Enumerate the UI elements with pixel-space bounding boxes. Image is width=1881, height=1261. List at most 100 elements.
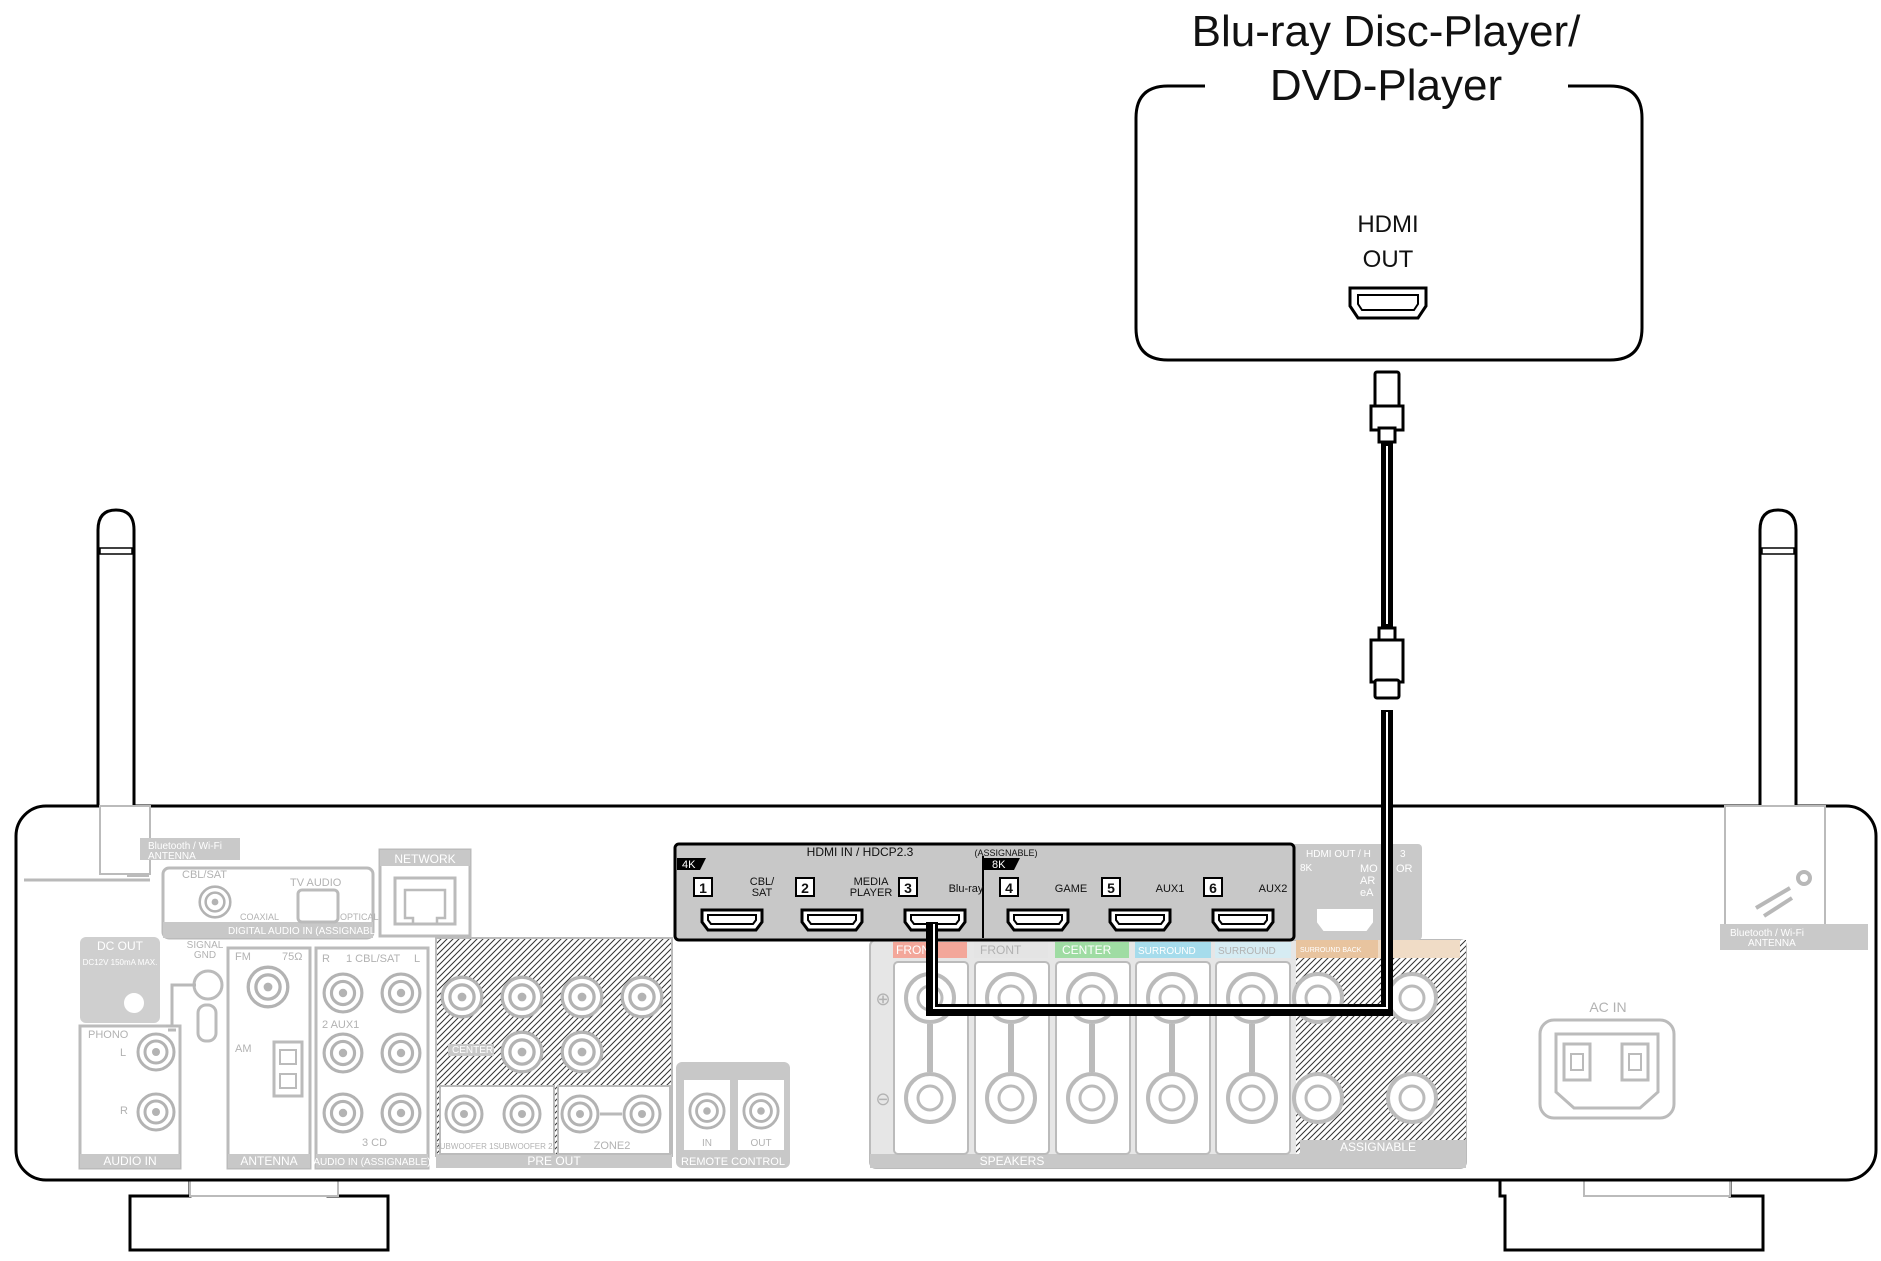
hdmi-in-number-2: 2 xyxy=(801,880,809,896)
coaxial-jack[interactable] xyxy=(198,885,232,919)
phono-l-jack[interactable] xyxy=(136,1032,176,1072)
hdmi-out-panel: HDMI OUT / H 3 8K MO OR AR eA xyxy=(1288,844,1422,940)
cd-3-label: 3 CD xyxy=(362,1137,387,1149)
antenna-right[interactable] xyxy=(1724,508,1826,927)
subwoofer2-label: SUBWOOFER 2 xyxy=(493,1142,553,1151)
hdmi-plug-bottom xyxy=(1369,626,1405,700)
phono-r-label: R xyxy=(120,1105,128,1117)
surround-back-label: SURROUND BACK xyxy=(1300,947,1362,954)
tv-audio-label: TV AUDIO xyxy=(290,877,342,889)
antenna-left[interactable] xyxy=(96,508,151,877)
hdmi-in-number-box-3 xyxy=(898,877,918,897)
dc-out-label: DC OUT xyxy=(97,939,144,953)
audio-in-1-r-jack[interactable] xyxy=(322,972,364,1014)
assignable-terminal-core-2 xyxy=(1304,1084,1332,1112)
hdmi-in-port-5[interactable] xyxy=(1108,908,1172,932)
pre-out-jack-2[interactable] xyxy=(500,975,544,1019)
remote-in-jack[interactable] xyxy=(688,1092,726,1130)
digital-audio-in-label: DIGITAL AUDIO IN (ASSIGNABLE) xyxy=(228,926,385,937)
aux1-2-label: 2 AUX1 xyxy=(322,1019,359,1031)
hdmi-out-header-suffix: 3 xyxy=(1400,849,1406,860)
hdmi-in-port-1[interactable] xyxy=(700,908,764,932)
fm-jack[interactable] xyxy=(246,965,290,1009)
remote-out-jack[interactable] xyxy=(742,1092,780,1130)
pre-out-jack-6[interactable] xyxy=(560,1030,604,1074)
pre-out-jack-1[interactable] xyxy=(440,975,484,1019)
assignable-terminal-core-3 xyxy=(1398,1084,1426,1112)
remote-out-label: OUT xyxy=(750,1138,771,1149)
signal-gnd-terminal[interactable] xyxy=(166,969,224,1043)
ac-in-label: AC IN xyxy=(1589,999,1626,1015)
audio-in-2-l-jack[interactable] xyxy=(380,1032,422,1074)
left-inputs-panel: DIGITAL AUDIO IN (ASSIGNABLE) CBL/SAT TV… xyxy=(78,848,472,1170)
minus-icon: ⊖ xyxy=(875,1089,890,1109)
speaker-terminal-core-2-1 xyxy=(1078,1084,1106,1112)
front-l-label: FRONT xyxy=(980,943,1022,957)
hdmi-out-group: 8K xyxy=(1300,863,1313,874)
audio-in-label: AUDIO IN xyxy=(103,1154,156,1168)
hdmi-out-side-4: eA xyxy=(1360,887,1374,899)
am-label: AM xyxy=(235,1043,252,1055)
coaxial-label: COAXIAL xyxy=(240,912,279,922)
audio-in-2-r-jack[interactable] xyxy=(322,1032,364,1074)
hdmi-in-number-box-2 xyxy=(795,877,815,897)
source-title-line2: DVD-Player xyxy=(1270,61,1502,110)
audio-in-3-r-jack[interactable] xyxy=(322,1092,364,1134)
network-label: NETWORK xyxy=(394,852,455,866)
speaker-terminal-core-0-1 xyxy=(916,1084,944,1112)
pre-out-jack-3[interactable] xyxy=(560,975,604,1019)
surround-l-label: SURROUND xyxy=(1218,946,1276,957)
cbl-sat-1-label: 1 CBL/SAT xyxy=(346,953,400,965)
hdmi-in-port-6[interactable] xyxy=(1211,908,1275,932)
subwoofer1-label: SUBWOOFER 1 xyxy=(434,1142,494,1151)
hdmi-in-8k-group: 8K xyxy=(992,859,1006,871)
audio-in-assignable-label: AUDIO IN (ASSIGNABLE) xyxy=(313,1157,430,1168)
pre-out-jack-5[interactable] xyxy=(500,1030,544,1074)
hdmi-in-name-4-line1: GAME xyxy=(1055,883,1087,895)
assignable-terminal-core-1 xyxy=(1398,984,1426,1012)
speakers-label: SPEAKERS xyxy=(980,1154,1045,1168)
antenna-section-label: ANTENNA xyxy=(240,1154,297,1168)
optical-label: OPTICAL xyxy=(340,912,379,922)
hdmi-in-header: HDMI IN / HDCP2.3 xyxy=(807,845,914,859)
source-hdmi-out-port[interactable] xyxy=(1348,286,1428,320)
optical-port[interactable] xyxy=(296,888,340,924)
audio-in-r-label: R xyxy=(322,953,330,965)
subwoofer1-jack[interactable] xyxy=(444,1094,484,1134)
audio-in-3-l-jack[interactable] xyxy=(380,1092,422,1134)
center-speaker-label: CENTER xyxy=(1062,943,1112,957)
audio-in-1-l-jack[interactable] xyxy=(380,972,422,1014)
receiver-foot-left xyxy=(128,1179,390,1252)
hdmi-in-port-4[interactable] xyxy=(1006,908,1070,932)
hdmi-in-number-4: 4 xyxy=(1005,880,1013,896)
speaker-terminal-core-1-1 xyxy=(997,1084,1025,1112)
hdmi-in-name-2-line1: MEDIA xyxy=(854,876,890,888)
zone2-r-jack[interactable] xyxy=(622,1094,662,1134)
dc-out-spec: DC12V 150mA MAX. xyxy=(83,958,158,967)
fm-label: FM xyxy=(235,951,251,963)
subwoofer2-jack[interactable] xyxy=(502,1094,542,1134)
source-device: Blu-ray Disc-Player/ DVD-Player HDMI OUT xyxy=(1134,7,1644,362)
phono-label: PHONO xyxy=(88,1029,129,1041)
phono-r-jack[interactable] xyxy=(136,1092,176,1132)
hdmi-out-monitor-port[interactable] xyxy=(1317,909,1373,931)
dc-out-jack[interactable] xyxy=(124,993,144,1013)
hdmi-in-number-5: 5 xyxy=(1107,880,1115,896)
hdmi-plug-top xyxy=(1369,370,1405,444)
hdmi-in-number-6: 6 xyxy=(1209,880,1217,896)
remote-control-label: REMOTE CONTROL xyxy=(681,1156,785,1168)
pre-out-label: PRE OUT xyxy=(527,1154,581,1168)
pre-out-jack-4[interactable] xyxy=(620,975,664,1019)
hdmi-out-label-line1: HDMI xyxy=(1357,211,1418,238)
plus-icon: ⊕ xyxy=(875,989,890,1009)
speaker-terminal-core-3-1 xyxy=(1158,1084,1186,1112)
hdmi-in-port-2[interactable] xyxy=(800,908,864,932)
zone2-l-jack[interactable] xyxy=(560,1094,600,1134)
hdmi-in-name-2-line2: PLAYER xyxy=(850,887,893,899)
hdmi-in-number-box-1 xyxy=(693,877,713,897)
ac-in-panel: AC IN xyxy=(1538,999,1676,1120)
remote-in-label: IN xyxy=(702,1138,712,1149)
hdmi-in-number-box-4 xyxy=(999,877,1019,897)
